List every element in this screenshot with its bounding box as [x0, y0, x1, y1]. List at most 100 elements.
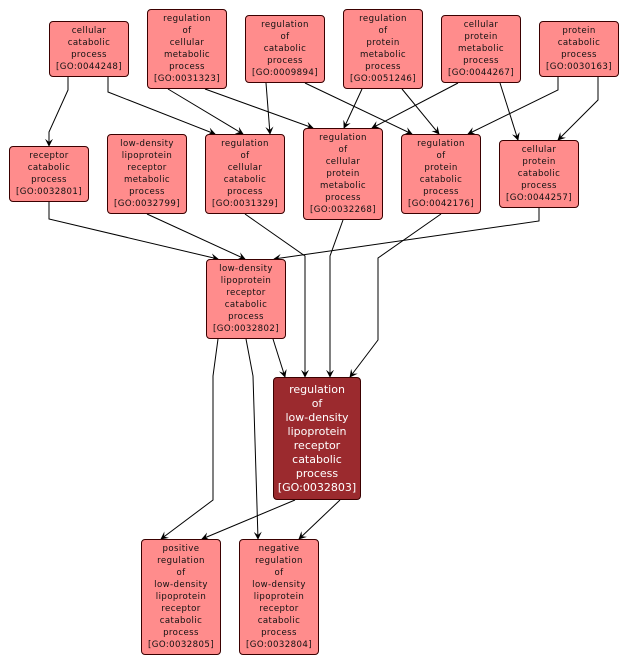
- go-term-label-line: of: [274, 568, 284, 578]
- go-term-label-line: receptor: [161, 604, 201, 614]
- edge-GO0044267-to-GO0044257: [499, 82, 520, 141]
- go-term-label-line: lipoprotein: [220, 276, 272, 286]
- go-term-label-line: catabolic: [224, 300, 268, 310]
- go-term-label-line: metabolic: [123, 175, 171, 185]
- go-term-label-line: process: [463, 56, 499, 66]
- go-term-label-line: process: [561, 50, 597, 60]
- go-term-label-line: process: [295, 466, 339, 480]
- go-term-label-line: catabolic: [263, 44, 307, 54]
- go-term-label-line: protein: [464, 32, 498, 42]
- go-term-label-line: regulation: [261, 20, 309, 30]
- go-term-label-line: of: [311, 396, 323, 410]
- go-term-label-line: process: [423, 187, 459, 197]
- go-term-id: [GO:0042176]: [408, 199, 474, 209]
- go-term-label-line: cellular: [463, 20, 499, 30]
- edge-GO0031329-to-GO0032803: [244, 213, 309, 378]
- go-term-label-line: metabolic: [163, 50, 211, 60]
- go-term-label-line: process: [163, 628, 199, 638]
- go-term-id: [GO:0032799]: [114, 199, 180, 209]
- go-term-label-line: cellular: [325, 157, 361, 167]
- go-term-label-line: metabolic: [457, 44, 505, 54]
- go-term-node-go0044257[interactable]: cellular protein catabolic process [GO:00442…: [499, 140, 579, 208]
- go-term-label-line: receptor: [293, 438, 341, 452]
- edge-GO0032802-to-GO0032803: [272, 338, 287, 378]
- go-term-label-line: regulation: [359, 14, 407, 24]
- edge-GO0044267-to-GO0032268: [371, 82, 459, 129]
- go-term-label-line: metabolic: [359, 50, 407, 60]
- go-term-id: [GO:0032268]: [310, 205, 376, 215]
- go-term-label-line: lipoprotein: [155, 592, 207, 602]
- go-term-label-line: regulation: [163, 14, 211, 24]
- go-term-label-line: catabolic: [257, 616, 301, 626]
- go-term-label-line: lipoprotein: [253, 592, 305, 602]
- edge-GO0030163-to-GO0044257: [557, 77, 599, 141]
- go-term-label-line: catabolic: [67, 38, 111, 48]
- go-term-label-line: receptor: [226, 288, 266, 298]
- go-term-label-line: catabolic: [419, 175, 463, 185]
- go-term-label-line: process: [227, 187, 263, 197]
- go-term-label-line: cellular: [521, 145, 557, 155]
- edge-GO0032799-to-GO0032802: [146, 213, 246, 260]
- go-term-label-line: lipoprotein: [287, 424, 347, 438]
- edge-GO0051246-to-GO0032268: [343, 88, 363, 129]
- go-term-label-line: process: [31, 175, 67, 185]
- go-term-label-line: process: [521, 181, 557, 191]
- go-term-label-line: regulation: [221, 139, 269, 149]
- edge-GO0032803-to-GO0032805: [201, 499, 296, 540]
- edge-GO0009894-to-GO0042176: [304, 82, 413, 135]
- edge-GO0051246-to-GO0042176: [401, 88, 440, 135]
- go-term-label-line: protein: [424, 163, 458, 173]
- go-term-label-line: low-density: [154, 580, 208, 590]
- go-term-node-go0032802[interactable]: low-density lipoprotein receptor catabolic p…: [206, 259, 286, 339]
- edge-GO0044248-to-GO0031329: [107, 77, 216, 136]
- edge-GO0032268-to-GO0032803: [326, 219, 344, 378]
- go-term-label-line: low-density: [285, 410, 349, 424]
- go-term-label-line: catabolic: [517, 169, 561, 179]
- go-term-label-line: cellular: [227, 163, 263, 173]
- go-term-id: [GO:0032803]: [277, 480, 357, 494]
- go-term-label-line: process: [129, 187, 165, 197]
- go-term-label-line: receptor: [259, 604, 299, 614]
- go-term-id: [GO:0009894]: [252, 68, 318, 78]
- go-term-label-line: protein: [522, 157, 556, 167]
- go-term-label-line: cellular: [169, 38, 205, 48]
- edge-GO0044257-to-GO0032802: [273, 208, 540, 262]
- go-term-label-line: catabolic: [292, 452, 342, 466]
- go-term-label-line: process: [228, 312, 264, 322]
- go-term-id: [GO:0051246]: [350, 74, 416, 84]
- go-term-id: [GO:0044257]: [506, 193, 572, 203]
- go-term-id: [GO:0032805]: [148, 640, 214, 650]
- edge-GO0044248-to-GO0032801: [45, 77, 69, 147]
- go-term-label-line: regulation: [157, 556, 205, 566]
- go-term-label-line: positive: [162, 544, 200, 554]
- go-term-label-line: protein: [326, 169, 360, 179]
- go-term-label-line: of: [280, 32, 290, 42]
- edge-GO0009894-to-GO0031329: [265, 82, 274, 135]
- go-term-label-line: catabolic: [557, 38, 601, 48]
- go-term-label-line: low-density: [120, 139, 174, 149]
- edge-GO0031323-to-GO0031329: [167, 88, 244, 135]
- go-term-label-line: negative: [258, 544, 300, 554]
- go-term-label-line: process: [71, 50, 107, 60]
- go-term-id: [GO:0032804]: [246, 640, 312, 650]
- go-term-label-line: process: [365, 62, 401, 72]
- go-term-label-line: catabolic: [159, 616, 203, 626]
- go-term-label-line: receptor: [127, 163, 167, 173]
- go-term-label-line: low-density: [219, 264, 273, 274]
- go-term-label-line: process: [261, 628, 297, 638]
- go-term-label-line: catabolic: [223, 175, 267, 185]
